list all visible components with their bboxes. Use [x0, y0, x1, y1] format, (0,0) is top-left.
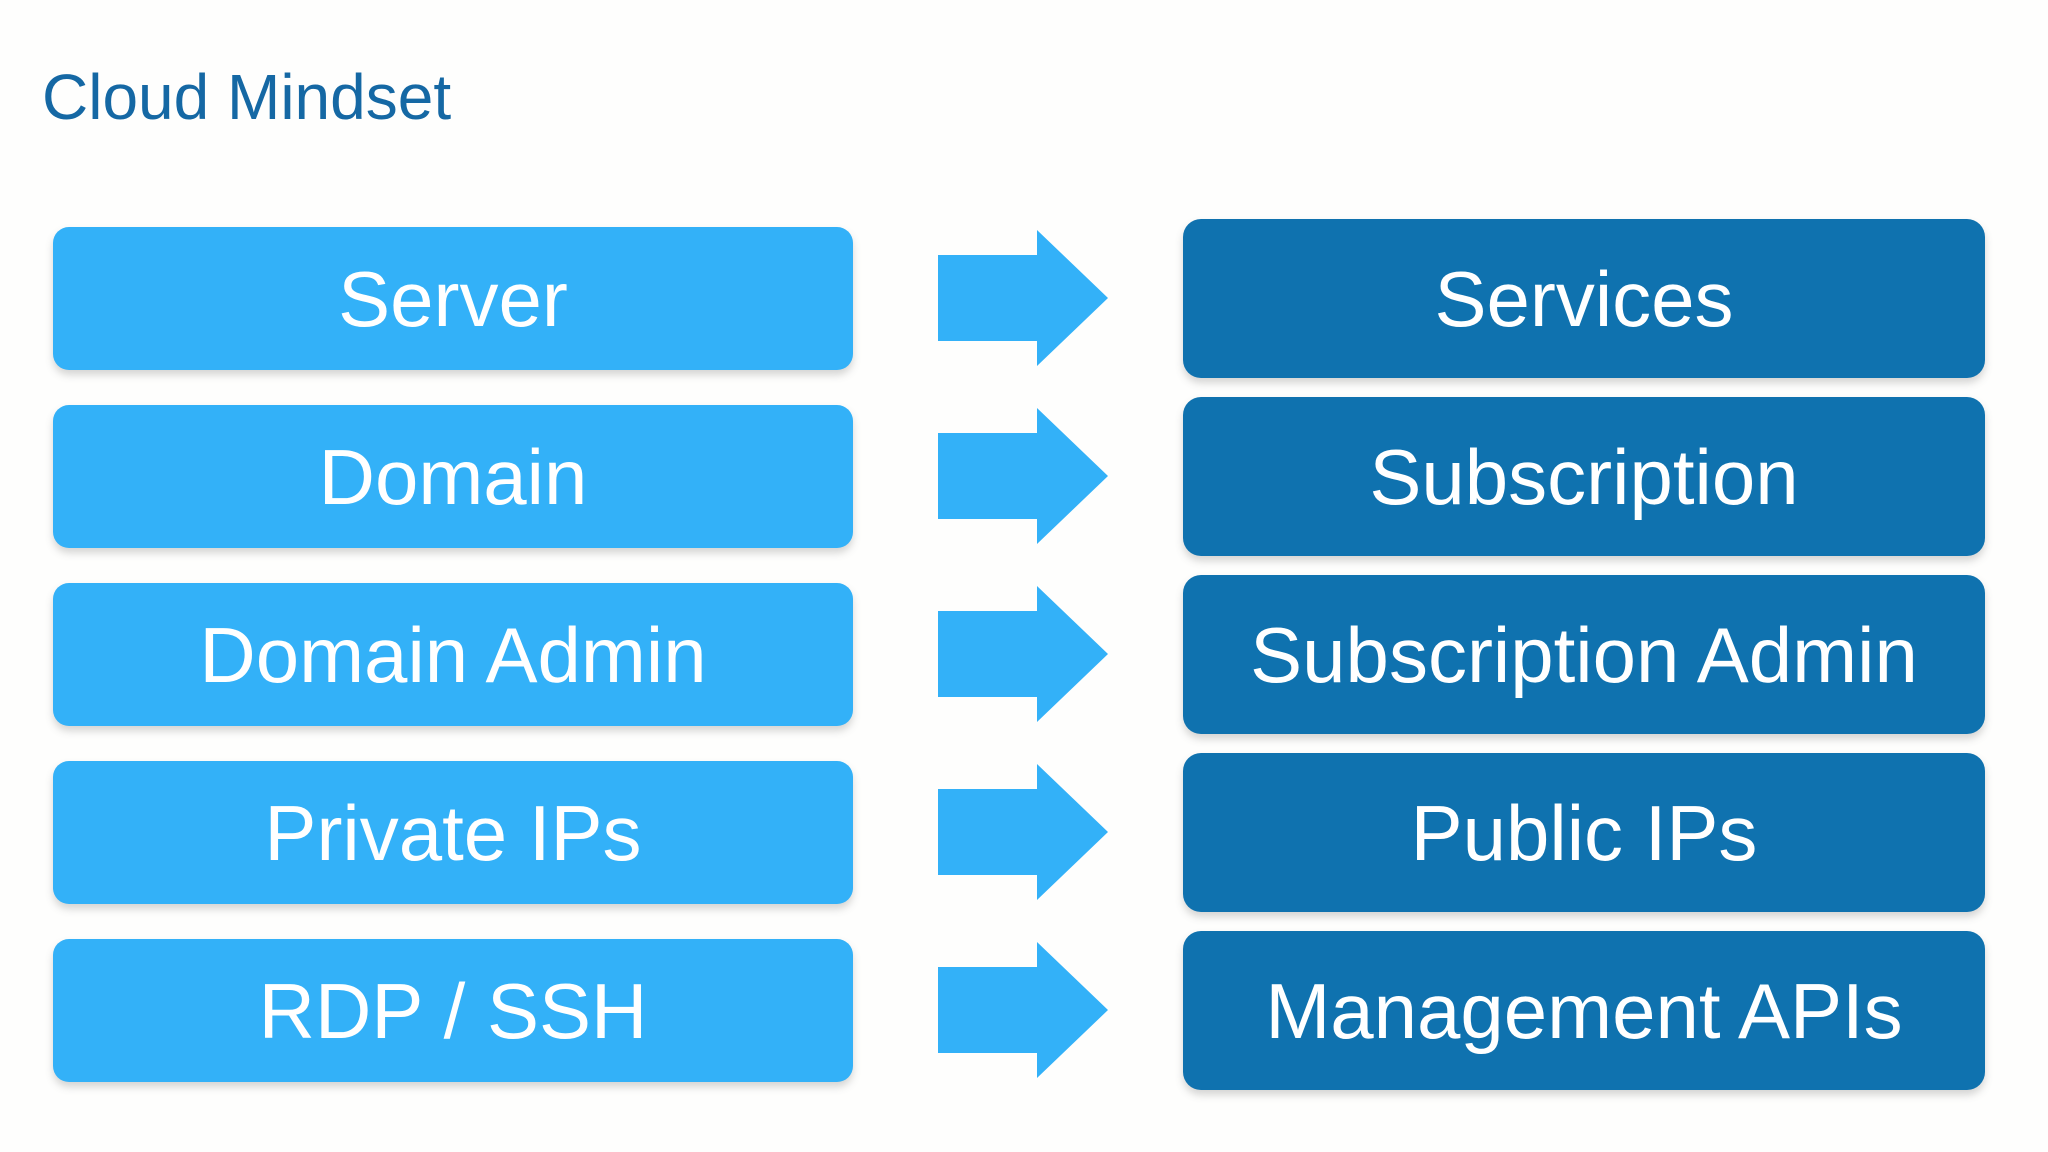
right-arrow-icon — [938, 942, 1108, 1078]
mapping-row-domain: Domain Subscription — [0, 397, 2048, 556]
onprem-box-label: Server — [338, 254, 568, 343]
mapping-row-rdp-ssh: RDP / SSH Management APIs — [0, 931, 2048, 1090]
onprem-box-server: Server — [53, 227, 853, 370]
onprem-box-label: Domain Admin — [199, 610, 707, 699]
cloud-box-label: Services — [1434, 254, 1734, 343]
onprem-box-private-ips: Private IPs — [53, 761, 853, 904]
cloud-box-subscription: Subscription — [1183, 397, 1985, 556]
right-arrow-icon — [938, 764, 1108, 900]
onprem-box-label: RDP / SSH — [258, 966, 648, 1055]
cloud-box-public-ips: Public IPs — [1183, 753, 1985, 912]
cloud-box-label: Subscription — [1369, 432, 1799, 521]
onprem-box-domain: Domain — [53, 405, 853, 548]
right-arrow-icon — [938, 586, 1108, 722]
right-arrow-icon — [938, 408, 1108, 544]
cloud-box-subscription-admin: Subscription Admin — [1183, 575, 1985, 734]
cloud-box-services: Services — [1183, 219, 1985, 378]
cloud-box-management-apis: Management APIs — [1183, 931, 1985, 1090]
cloud-box-label: Management APIs — [1265, 966, 1903, 1055]
onprem-box-domain-admin: Domain Admin — [53, 583, 853, 726]
onprem-box-rdp-ssh: RDP / SSH — [53, 939, 853, 1082]
onprem-box-label: Domain — [318, 432, 588, 521]
mapping-row-private-ips: Private IPs Public IPs — [0, 753, 2048, 912]
page-title: Cloud Mindset — [42, 61, 452, 133]
mapping-row-server: Server Services — [0, 219, 2048, 378]
mapping-row-domain-admin: Domain Admin Subscription Admin — [0, 575, 2048, 734]
onprem-box-label: Private IPs — [264, 788, 642, 877]
cloud-box-label: Subscription Admin — [1250, 610, 1918, 699]
right-arrow-icon — [938, 230, 1108, 366]
cloud-box-label: Public IPs — [1410, 788, 1758, 877]
